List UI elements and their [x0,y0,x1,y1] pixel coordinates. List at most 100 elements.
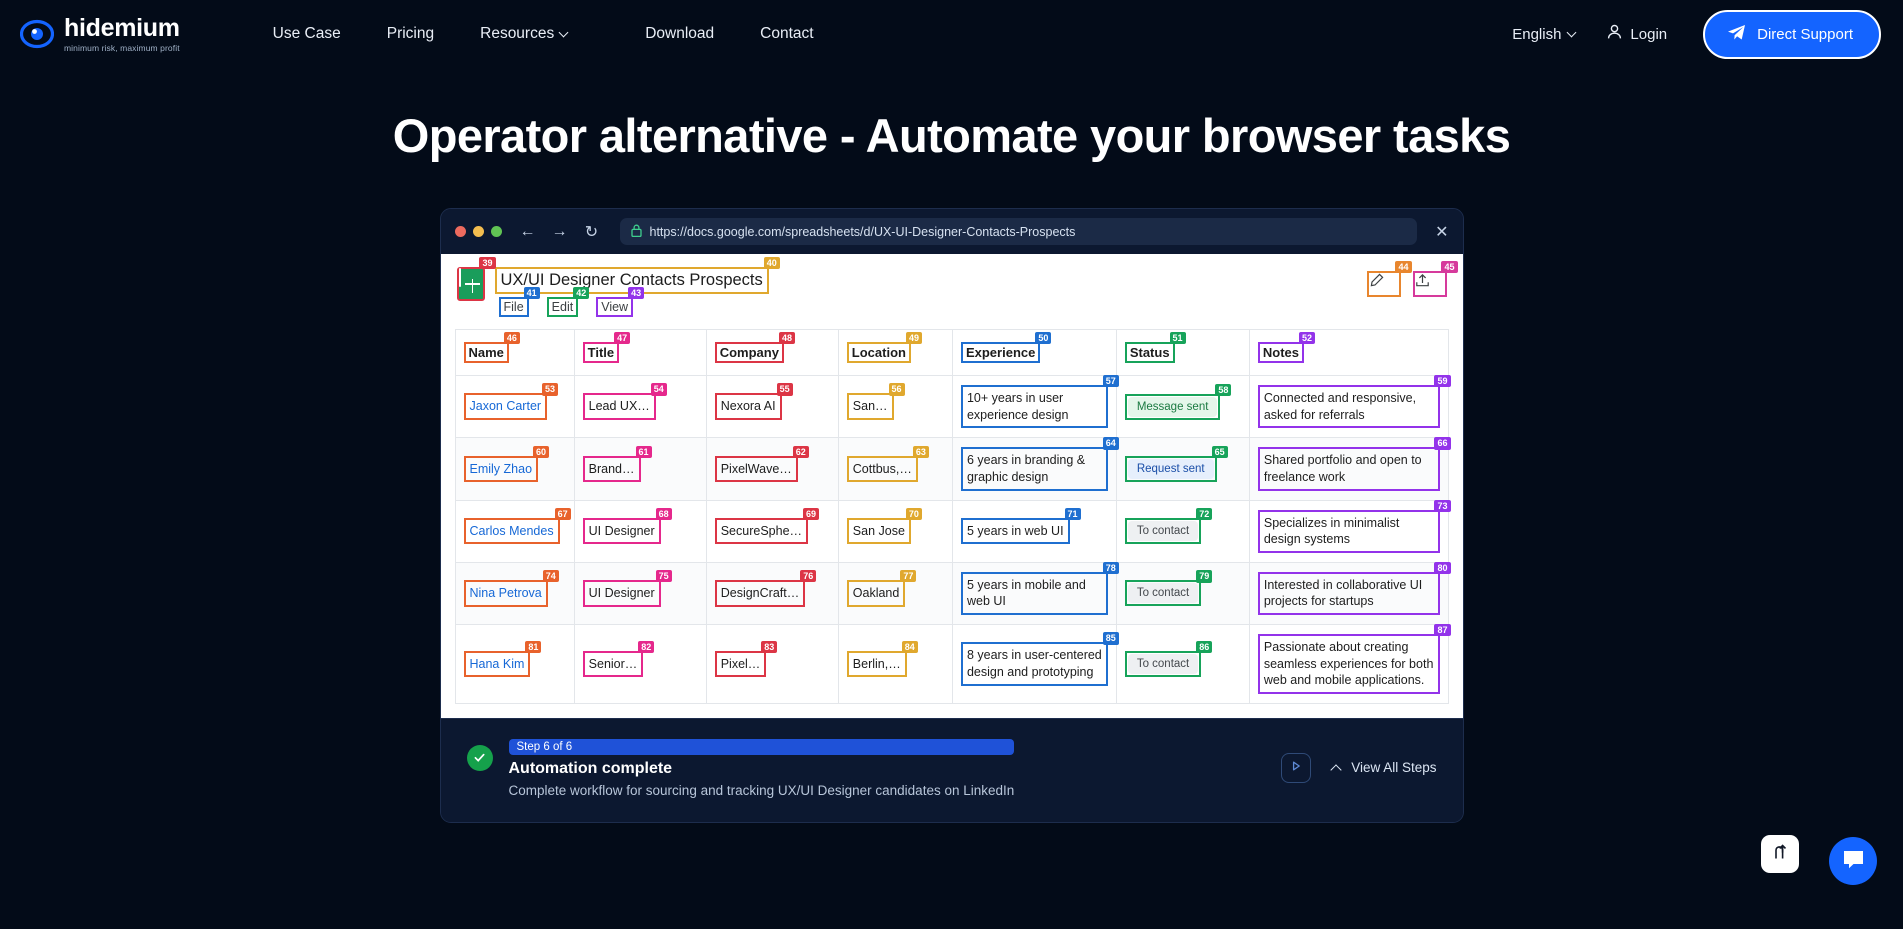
annotation-badge: 85 [1102,632,1119,645]
menu-item-file-label: File [498,297,529,317]
view-all-steps-button[interactable]: View All Steps [1331,760,1436,775]
cell-value: 8 years in user-centered design and prot… [960,642,1108,686]
minimize-window-dot[interactable] [472,226,484,237]
column-header-company[interactable]: Company 48 [705,329,839,376]
cell-notes[interactable]: Shared portfolio and open to freelance w… [1248,437,1451,501]
cell-company[interactable]: Pixel…83 [705,624,839,704]
cell-title[interactable]: Lead UX…54 [573,374,707,439]
share-upload-button[interactable]: 45 [1412,261,1458,297]
cell-notes[interactable]: Connected and responsive, asked for refe… [1248,374,1451,439]
spreadsheet-menubar: File 41 Edit 42 View 43 [495,287,769,317]
back-arrow-icon[interactable]: ← [519,222,536,240]
annotation-badge: 41 [523,287,540,300]
maximize-window-dot[interactable] [490,226,502,237]
column-header-label: Title [582,342,620,363]
cell-notes[interactable]: Passionate about creating seamless exper… [1248,624,1451,704]
reload-icon[interactable]: ↻ [584,223,599,241]
cell-company[interactable]: SecureSphe…69 [705,499,839,563]
nav-item-download[interactable]: Download [645,25,715,42]
cell-location[interactable]: Cottbus,…63 [837,437,953,501]
cell-notes[interactable]: Interested in collaborative UI projects … [1248,561,1451,626]
column-header-status[interactable]: Status 51 [1115,329,1250,376]
annotation-badge: 63 [912,445,929,458]
nav-right: English Login Direct Support [1512,9,1881,59]
cell-title[interactable]: Brand…61 [573,437,707,501]
menu-item-view-label: View [596,297,634,317]
cell-value: Specializes in minimalist design systems [1257,509,1440,553]
view-all-steps-label: View All Steps [1351,760,1437,776]
column-header-label: Name [463,342,509,363]
automation-status-bar: Step 6 of 6 Automation complete Complete… [440,717,1463,822]
column-header-name[interactable]: Name 46 [454,329,575,376]
cell-value: Interested in collaborative UI projects … [1257,571,1440,615]
nav-item-resources[interactable]: Resources [480,25,569,43]
column-header-notes[interactable]: Notes 52 [1248,329,1449,376]
play-button[interactable] [1281,752,1312,783]
column-header-title[interactable]: Title 47 [573,329,707,376]
cell-location[interactable]: Berlin,…84 [837,624,953,704]
logo[interactable]: hidemium minimum risk, maximum profit [19,13,180,53]
login-button[interactable]: Login [1607,24,1667,44]
cell-value: Passionate about creating seamless exper… [1257,634,1440,694]
annotation-badge: 82 [638,640,655,653]
direct-support-button[interactable]: Direct Support [1703,9,1881,59]
menu-item-view[interactable]: View 43 [596,287,645,317]
edit-pencil-button[interactable]: 44 [1366,261,1412,297]
nav-item-contact[interactable]: Contact [760,25,814,42]
close-icon[interactable]: ✕ [1435,223,1449,241]
top-navigation: hidemium minimum risk, maximum profit Us… [0,0,1903,68]
scroll-to-top-button[interactable] [1761,835,1799,873]
nav-item-pricing[interactable]: Pricing [386,25,435,42]
language-selector[interactable]: English [1512,26,1577,43]
cell-value: Brand… [582,455,641,483]
column-header-label: Company [714,342,784,363]
column-header-experience[interactable]: Experience 50 [951,329,1117,376]
annotation-badge: 67 [554,507,571,521]
cell-notes[interactable]: Specializes in minimalist design systems… [1248,499,1451,563]
annotation-badge: 83 [761,640,778,653]
menu-item-edit[interactable]: Edit 42 [546,287,590,317]
logo-name: hidemium [64,13,180,42]
annotation-badge: 76 [800,570,817,583]
annotation-badge: 68 [655,507,672,521]
cell-value: UI Designer [582,517,661,545]
column-header-location[interactable]: Location 49 [837,329,953,376]
menu-item-file[interactable]: File 41 [498,287,540,317]
cell-company[interactable]: PixelWave…62 [705,437,839,501]
cell-company[interactable]: DesignCraft…76 [705,561,839,626]
close-window-dot[interactable] [454,226,466,237]
status-badge: To contact [1127,583,1199,604]
user-icon [1607,24,1622,44]
cell-experience[interactable]: 8 years in user-centered design and prot… [951,624,1119,704]
forward-arrow-icon[interactable]: → [551,222,568,240]
cell-value: UI Designer [582,580,661,607]
chat-support-button[interactable] [1829,837,1877,885]
cell-value: Berlin,… [846,650,907,678]
window-controls [454,226,502,237]
column-header-label: Location [846,342,911,363]
url-bar[interactable]: https://docs.google.com/spreadsheets/d/U… [619,218,1418,245]
nav-item-use-case[interactable]: Use Case [272,25,341,42]
annotation-badge: 50 [1035,332,1052,345]
cell-title[interactable]: Senior…82 [573,624,707,704]
cell-location[interactable]: San…56 [837,374,953,439]
